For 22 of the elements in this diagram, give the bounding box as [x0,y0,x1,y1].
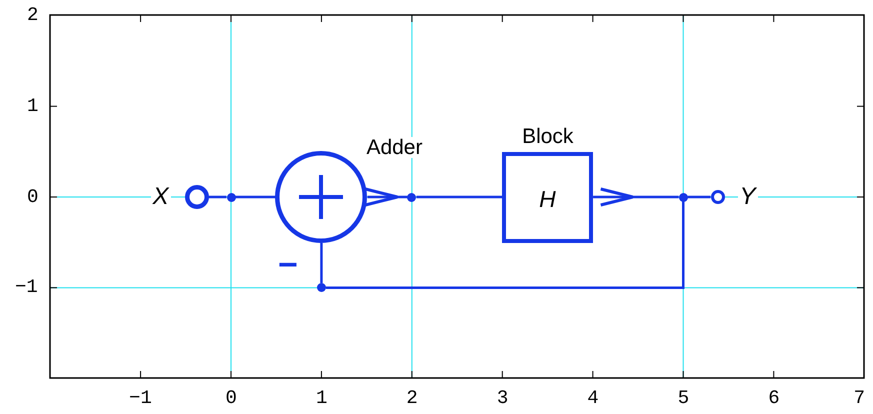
y-tick-label: 0 [27,188,38,206]
x-tick-label: 0 [226,388,237,408]
x-tick-label: 5 [678,388,690,408]
connector-line [416,196,502,198]
connector-line [208,196,226,198]
x-tick-label: 6 [768,388,780,408]
minus-sign: − [278,248,298,282]
x-tick-label: −1 [129,388,152,408]
connector-line [326,202,684,289]
arrow [593,188,679,206]
y-tick-label: 1 [27,96,38,116]
connector-line [688,196,711,198]
x-tick-label: 2 [406,388,418,408]
y-tick-label: 2 [27,6,38,26]
x-tick-label: 7 [854,388,866,408]
connector-line [236,196,276,198]
x-tick-label: 1 [316,388,328,408]
y-tick-label: −1 [15,278,38,298]
x-tick-label: 4 [587,388,599,408]
x-tick-label: 3 [496,388,508,408]
adder-label: Adder [364,136,424,158]
connector-line [320,243,323,284]
